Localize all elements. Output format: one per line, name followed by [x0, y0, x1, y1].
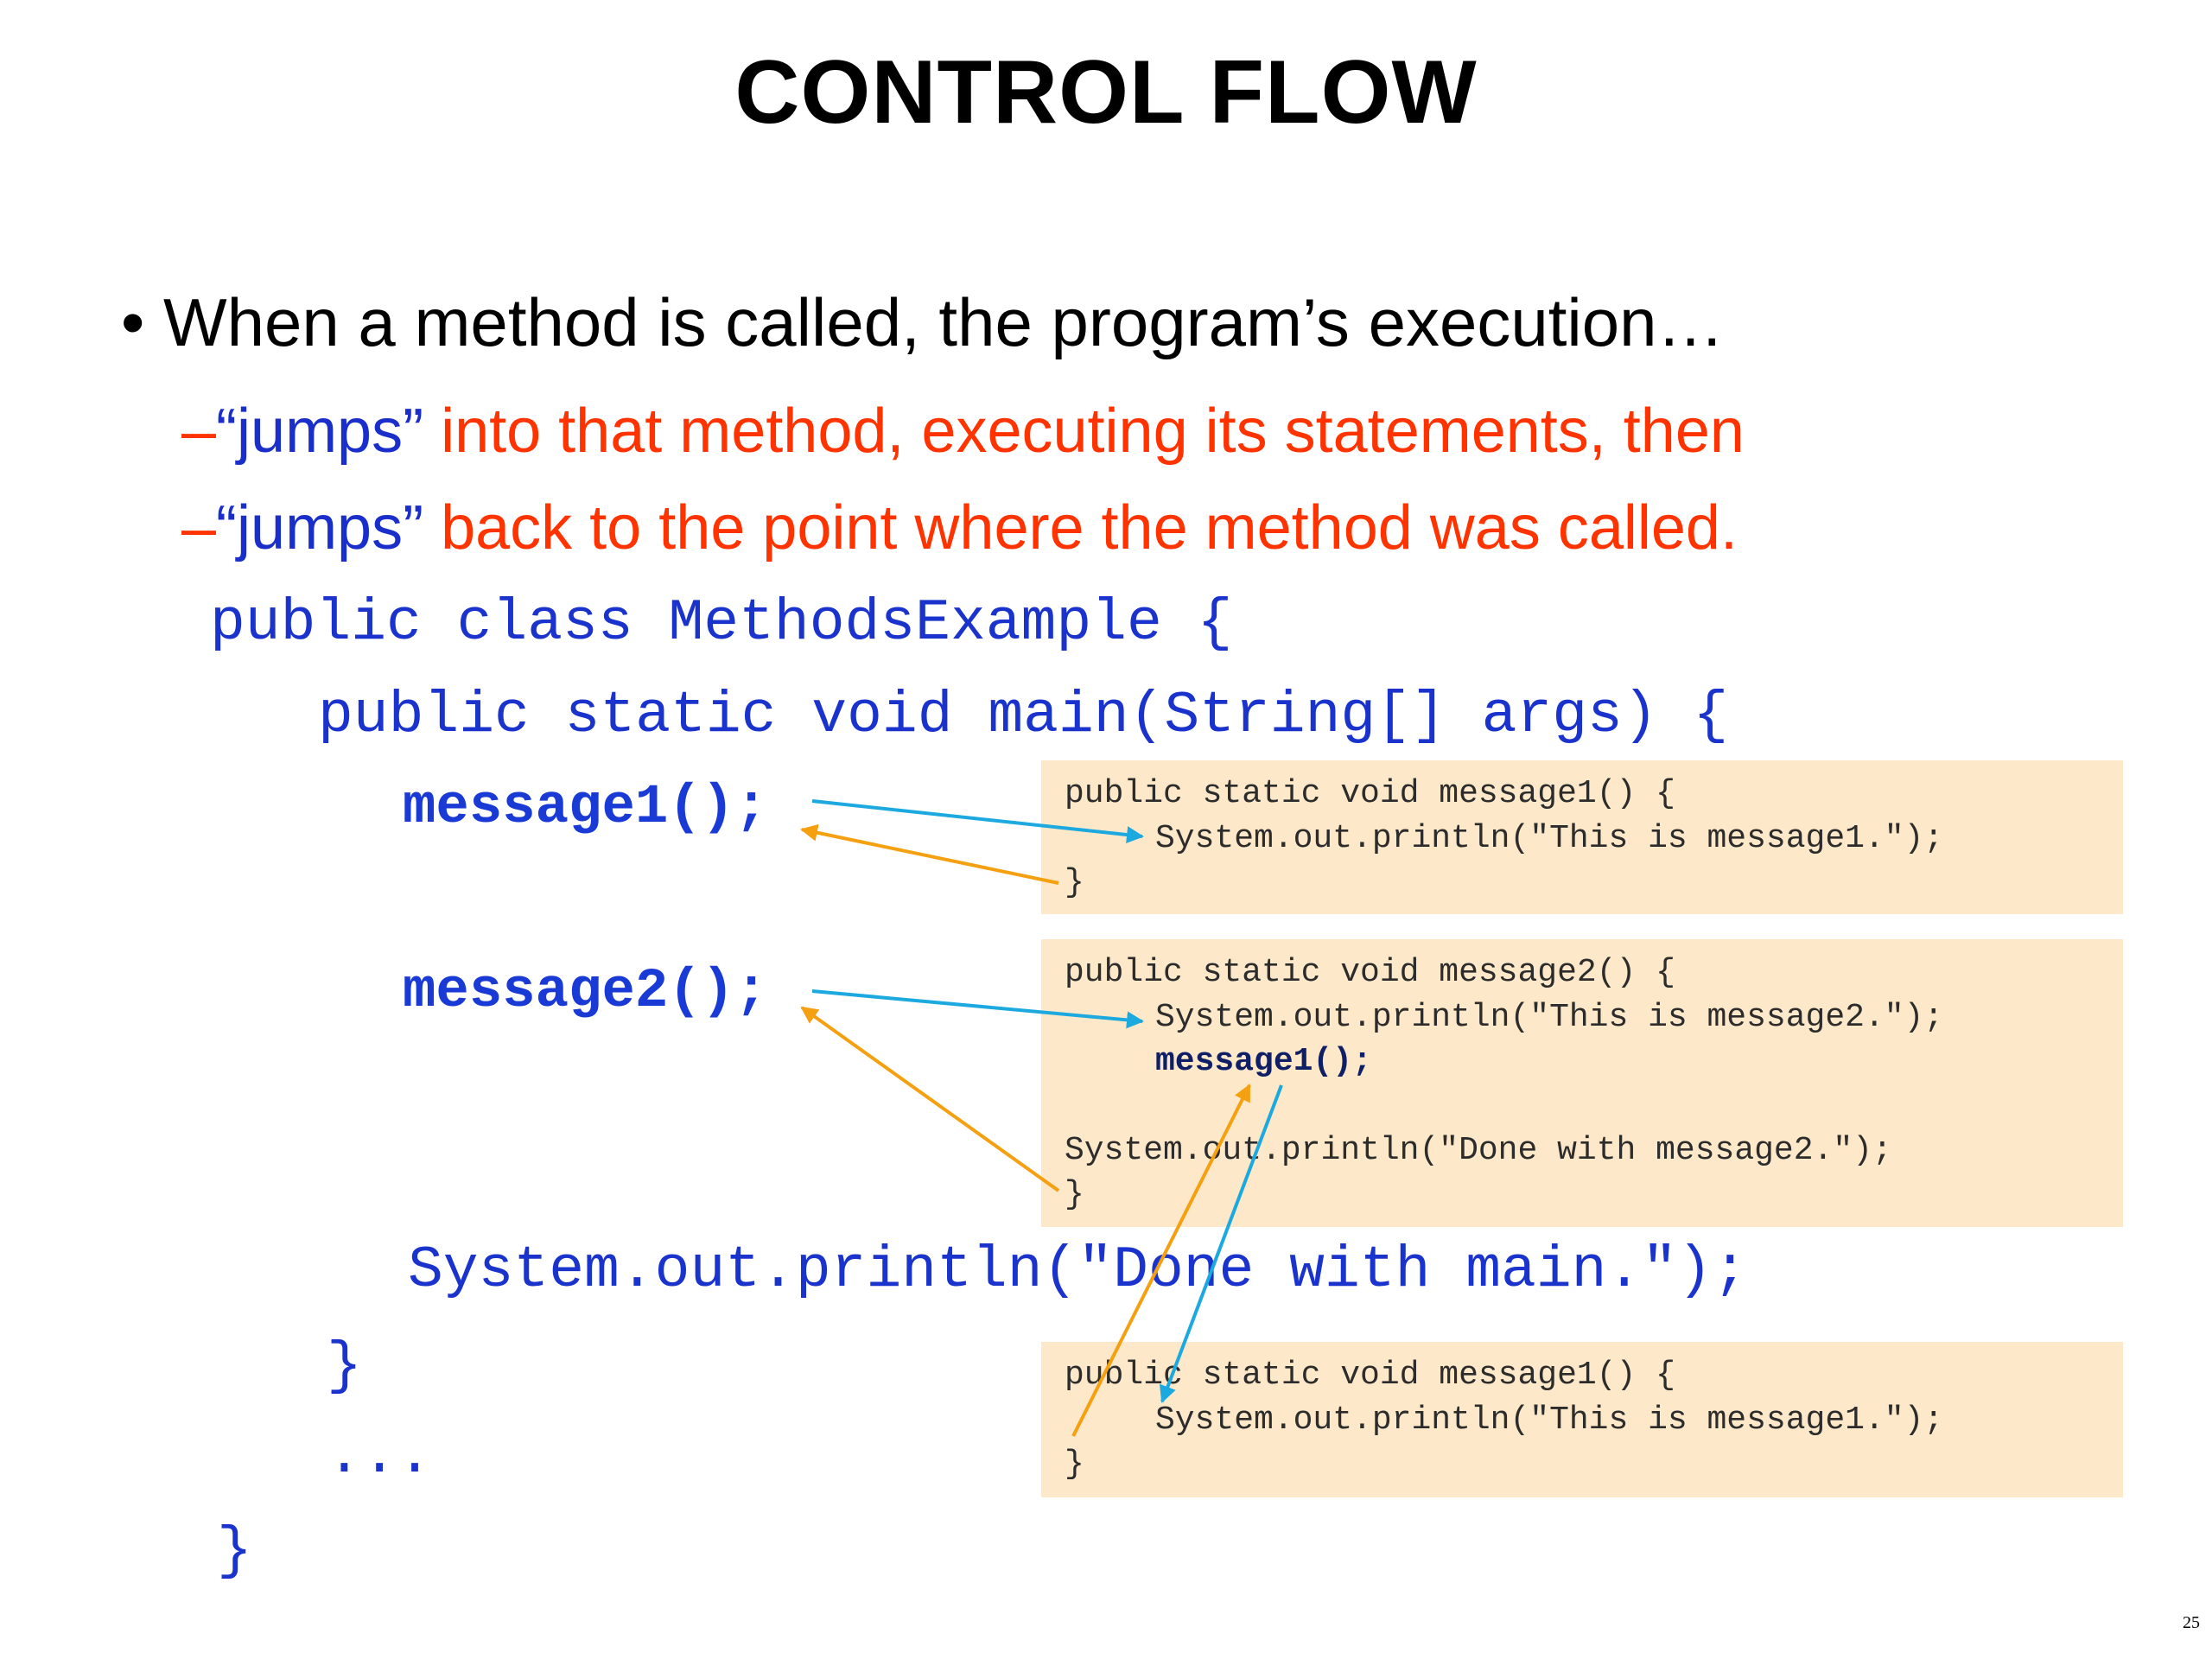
quoted-jumps: “jumps”: [216, 493, 424, 563]
dash: –: [181, 397, 217, 466]
message2-close: }: [1065, 1176, 1084, 1213]
message2-body: System.out.println("This is message2.");: [1155, 999, 1944, 1036]
ellipsis: ...: [327, 1423, 433, 1490]
print-done-main: System.out.println("Done with main.");: [408, 1237, 1748, 1304]
message1-close: }: [1065, 864, 1084, 901]
method-box-message1: public static void message1() { System.o…: [1041, 760, 2123, 914]
message2-call-message1: message1();: [1155, 1043, 1372, 1080]
dash: –: [181, 493, 217, 563]
sub-bullet-2: –“jumps” back to the point where the met…: [181, 493, 1738, 563]
call-message1: message1();: [403, 777, 768, 839]
sub-bullet-text: back to the point where the method was c…: [423, 493, 1738, 563]
call-arrow-nested-message1: [1159, 1084, 1283, 1403]
message1-declaration: public static void message1() {: [1065, 775, 1675, 812]
call-message2: message2();: [403, 961, 768, 1023]
message2-declaration: public static void message2() {: [1065, 954, 1675, 991]
call-arrow-message1: [811, 799, 1144, 844]
main-declaration: public static void main(String[] args) {: [318, 683, 1729, 749]
return-arrow-nested-message1: [1071, 1084, 1251, 1437]
return-arrow-message2: [800, 1006, 1060, 1192]
sub-bullet-text: into that method, executing its statemen…: [423, 397, 1745, 466]
quoted-jumps: “jumps”: [216, 397, 424, 466]
close-class-brace: }: [217, 1518, 252, 1585]
page-number: 25: [2183, 1613, 2200, 1632]
bullet-text: • When a method is called, the program’s…: [121, 284, 1725, 360]
message1-body: System.out.println("This is message1.");: [1155, 1402, 1944, 1439]
message1-body: System.out.println("This is message1.");: [1155, 820, 1944, 857]
message1-declaration: public static void message1() {: [1065, 1357, 1675, 1394]
method-box-message1-nested: public static void message1() { System.o…: [1041, 1342, 2123, 1497]
return-arrow-message1: [800, 823, 1059, 885]
call-arrow-message2: [811, 989, 1144, 1029]
slide-title: CONTROL FLOW: [734, 42, 1478, 143]
message1-close: }: [1065, 1446, 1084, 1483]
method-box-message2: public static void message2() { System.o…: [1041, 939, 2123, 1227]
close-main-brace: }: [327, 1333, 362, 1400]
sub-bullet-1: –“jumps” into that method, executing its…: [181, 396, 1745, 467]
message2-done-print: System.out.println("Done with message2."…: [1065, 1132, 1892, 1169]
class-declaration: public class MethodsExample {: [210, 590, 1233, 657]
